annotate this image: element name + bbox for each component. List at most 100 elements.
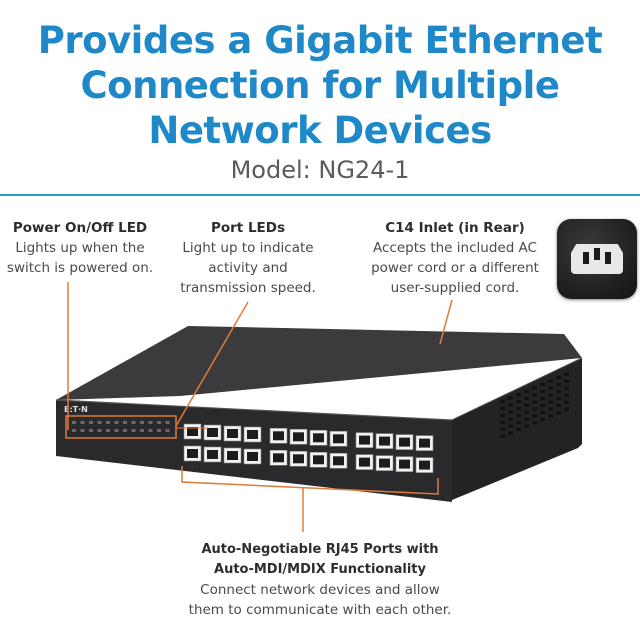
vent-slot [516, 414, 521, 418]
vent-slot [508, 410, 513, 414]
vent-slot [508, 424, 513, 428]
vent-slot [564, 372, 569, 376]
vent-slot [556, 376, 561, 380]
leader-line-c14-inlet [439, 299, 453, 345]
rj45-port-opening [293, 432, 304, 442]
vent-slot [548, 407, 553, 411]
headline: Provides a Gigabit Ethernet Connection f… [0, 18, 640, 153]
vent-slot [532, 407, 537, 411]
socket-pin [605, 252, 611, 264]
port-led [80, 421, 85, 424]
edge-highlight [451, 357, 583, 421]
vent-slot [508, 403, 513, 407]
vent-slot [540, 404, 545, 407]
c14-socket [571, 244, 623, 274]
vent-slot [564, 379, 569, 383]
leader-line-port-leds [175, 301, 249, 427]
headline-line: Connection for Multiple [80, 64, 560, 107]
callout-title: Auto-MDI/MDIX Functionality [214, 562, 426, 577]
rj45-port-opening [293, 454, 304, 464]
port-led [157, 421, 161, 424]
vent-slot [540, 383, 545, 386]
rj45-port-opening [379, 458, 390, 468]
rj45-port-opening [333, 434, 344, 444]
callout-title: Port LEDs [210, 220, 286, 236]
vent-slot [564, 393, 569, 397]
vent-slot [548, 414, 553, 418]
vent-slot [500, 400, 505, 403]
led-highlight-box [65, 415, 177, 439]
port-led [123, 421, 127, 424]
rj45-port-opening [273, 431, 284, 441]
callout-text: activity and [208, 260, 288, 276]
port-led [123, 429, 127, 432]
vent-slot [516, 400, 521, 404]
rj45-port-opening [379, 436, 390, 446]
edge-highlight [55, 399, 453, 421]
led-strip [72, 421, 170, 432]
vent-slot [524, 389, 529, 393]
port-led [148, 429, 153, 432]
port-led [165, 429, 170, 432]
rj45-port-opening [227, 429, 238, 438]
rj45-port-opening [187, 427, 198, 436]
rj45-port-opening [399, 437, 410, 447]
port-led [106, 429, 110, 432]
vent-grille [500, 372, 569, 438]
rj45-port-opening [333, 456, 344, 466]
vent-slot [524, 396, 529, 400]
port-led [97, 429, 102, 432]
headline-line: Provides a Gigabit Ethernet [37, 19, 603, 62]
callout-text: transmission speed. [180, 280, 316, 296]
vent-slot [508, 396, 513, 400]
vent-slot [524, 403, 529, 407]
callout-title: Power On/Off LED [12, 220, 148, 236]
vent-slot [524, 417, 529, 421]
vent-slot [556, 390, 561, 394]
port-led [72, 421, 76, 424]
vent-slot [532, 393, 537, 397]
vent-slot [516, 428, 521, 432]
vent-slot [548, 379, 553, 383]
rj45-port-opening [207, 450, 218, 459]
vent-slot [516, 421, 521, 425]
port-led [72, 429, 76, 432]
c14-inlet-photo [557, 219, 637, 299]
port-led [114, 429, 119, 432]
vent-slot [516, 393, 521, 397]
callout-title: C14 Inlet (in Rear) [385, 220, 525, 236]
callout-text: power cord or a different [371, 260, 539, 276]
vent-slot [500, 435, 505, 438]
rj45-port-opening [227, 451, 238, 460]
vent-slot [540, 397, 545, 400]
vent-slot [532, 386, 537, 390]
model-number: Model: NG24-1 [230, 156, 410, 184]
port-led [106, 421, 110, 424]
rj45-port-opening [247, 430, 258, 439]
rj45-port-opening [247, 452, 258, 461]
vent-slot [500, 421, 505, 424]
vent-slot [548, 400, 553, 404]
callout-c14-inlet: C14 Inlet (in Rear) Accepts the included… [362, 218, 548, 298]
rj45-port-opening [419, 438, 430, 448]
vent-slot [540, 418, 545, 421]
callout-text: Light up to indicate [182, 240, 314, 256]
callout-text: user-supplied cord. [390, 280, 520, 296]
vent-slot [564, 407, 569, 411]
switch-top-panel [56, 326, 582, 400]
vent-slot [524, 410, 529, 414]
port-led [80, 429, 85, 432]
vent-slot [564, 386, 569, 390]
callout-text: Lights up when the [15, 240, 145, 256]
vent-slot [540, 411, 545, 414]
rj45-port-opening [359, 435, 370, 445]
vent-slot [532, 414, 537, 418]
divider [0, 194, 640, 196]
socket-pin [594, 248, 600, 260]
headline-line: Network Devices [148, 109, 492, 152]
vent-slot [556, 383, 561, 387]
port-led [140, 429, 144, 432]
vent-slot [532, 400, 537, 404]
vent-slot [556, 404, 561, 408]
